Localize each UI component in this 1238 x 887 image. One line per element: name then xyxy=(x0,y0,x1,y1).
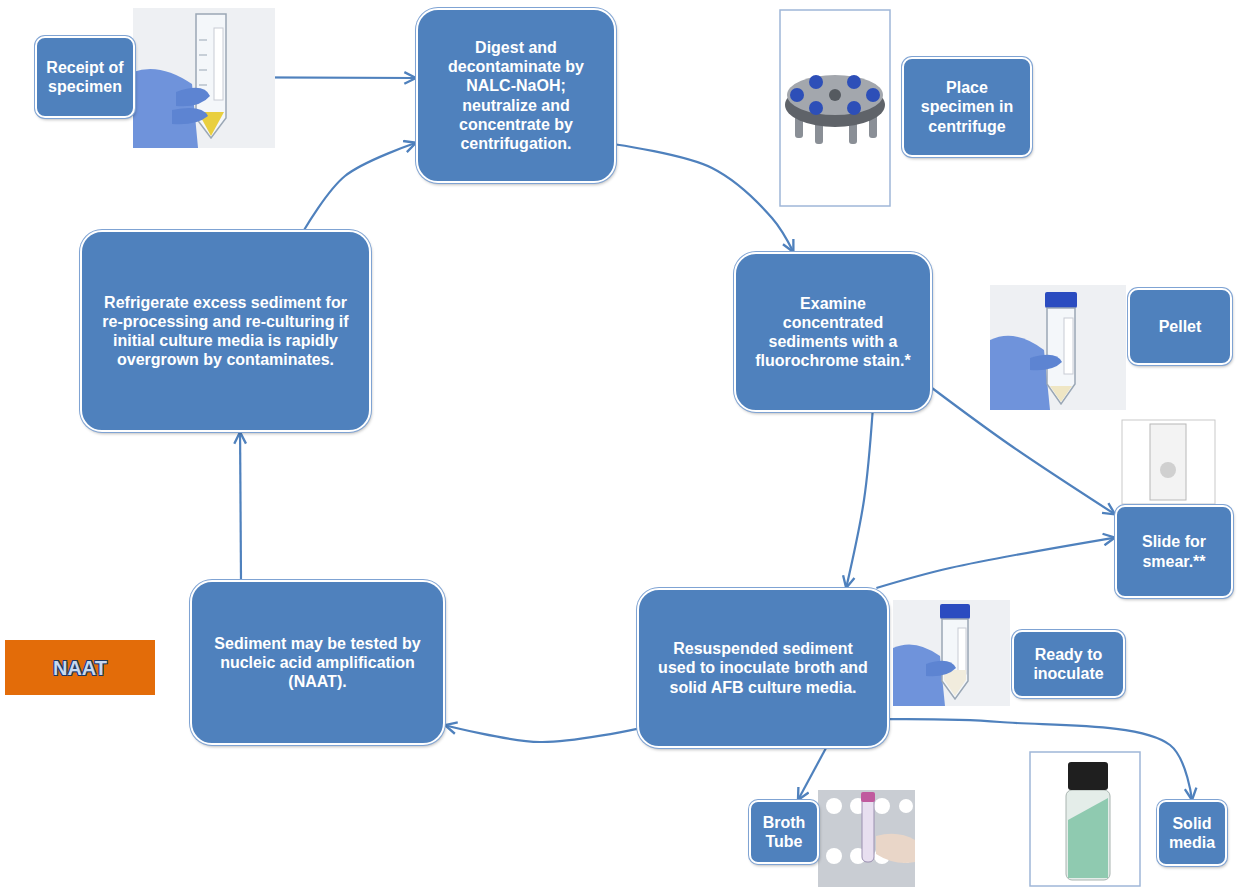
broth-tube-photo xyxy=(874,798,890,814)
broth-tube-photo xyxy=(818,790,915,887)
specimen-photo xyxy=(199,40,207,85)
pellet-photo xyxy=(1045,292,1077,308)
specimen-photo xyxy=(133,8,275,148)
pellet-photo xyxy=(990,285,1126,410)
flow-arrow xyxy=(876,538,1115,588)
broth-tube-photo xyxy=(899,799,913,813)
inoculum-photo xyxy=(942,619,968,699)
centrifuge-picture xyxy=(790,88,804,102)
picture-label: Broth Tube xyxy=(749,800,819,864)
centrifuge-picture xyxy=(809,75,823,89)
picture-label: Slide for smear.** xyxy=(1115,505,1233,598)
picture-label: Pellet xyxy=(1128,288,1232,365)
box-text: Ready to inoculate xyxy=(1022,645,1115,683)
broth-tube-photo xyxy=(826,798,842,814)
pellet-photo xyxy=(1030,355,1062,371)
box-text: Solid media xyxy=(1163,814,1221,852)
tag-box: NAAT xyxy=(5,640,155,695)
pellet-photo xyxy=(990,336,1050,410)
specimen-photo xyxy=(214,28,223,100)
slide-picture xyxy=(1160,462,1176,478)
box-text: Resuspended sediment used to inoculate b… xyxy=(653,639,873,697)
box-text: Place specimen in centrifuge xyxy=(912,78,1022,136)
solid-media-picture xyxy=(1068,762,1108,790)
broth-tube-photo xyxy=(861,792,875,802)
process-box: Digest and decontaminate by NALC-NaOH; n… xyxy=(416,8,616,183)
picture-label: Solid media xyxy=(1157,800,1227,866)
inoculum-photo xyxy=(958,628,966,674)
broth-tube-photo xyxy=(862,796,874,862)
flow-arrow xyxy=(616,145,793,253)
centrifuge-picture xyxy=(787,75,883,115)
pellet-photo xyxy=(1064,318,1073,374)
step-label: Receipt of specimen xyxy=(35,36,135,118)
process-box: Refrigerate excess sediment for re-proce… xyxy=(80,230,371,432)
process-box: Sediment may be tested by nucleic acid a… xyxy=(190,580,445,745)
picture-label: Place specimen in centrifuge xyxy=(902,57,1032,157)
solid-media-picture xyxy=(1030,752,1140,886)
slide-picture xyxy=(1122,420,1215,504)
process-box: Resuspended sediment used to inoculate b… xyxy=(637,588,889,748)
centrifuge-picture xyxy=(829,89,841,101)
solid-media-picture xyxy=(1030,752,1140,886)
specimen-photo xyxy=(133,8,275,148)
inoculum-photo xyxy=(940,604,970,619)
box-text: Broth Tube xyxy=(755,813,813,851)
pellet-photo xyxy=(990,285,1126,410)
centrifuge-picture xyxy=(847,75,861,89)
flow-arrow xyxy=(445,725,637,742)
box-text: Pellet xyxy=(1159,317,1202,336)
centrifuge-picture xyxy=(866,88,880,102)
broth-tube-photo xyxy=(876,834,915,863)
picture-label: Ready to inoculate xyxy=(1012,630,1125,698)
box-text: Refrigerate excess sediment for re-proce… xyxy=(96,293,355,370)
inoculum-photo xyxy=(944,670,966,696)
flow-arrow xyxy=(239,432,242,580)
flow-arrow xyxy=(846,412,872,588)
slide-picture xyxy=(1150,424,1186,500)
solid-media-picture xyxy=(1066,790,1110,880)
inoculum-photo xyxy=(893,600,1010,706)
pellet-photo xyxy=(1050,386,1072,402)
flow-arrow xyxy=(304,143,416,230)
broth-tube-photo xyxy=(818,790,915,887)
box-text: Examine concentrated sediments with a fl… xyxy=(750,294,916,371)
box-text: NAAT xyxy=(53,656,107,680)
box-text: Slide for smear.** xyxy=(1125,532,1223,570)
centrifuge-picture xyxy=(809,101,823,115)
centrifuge-picture xyxy=(780,10,890,206)
specimen-photo xyxy=(176,88,210,106)
box-text: Digest and decontaminate by NALC-NaOH; n… xyxy=(432,38,600,153)
broth-tube-photo xyxy=(826,848,842,864)
slide-picture xyxy=(1122,420,1215,504)
centrifuge-picture xyxy=(780,10,890,206)
centrifuge-picture xyxy=(847,101,861,115)
inoculum-photo xyxy=(926,661,956,677)
solid-media-picture xyxy=(1068,798,1108,878)
box-text: Receipt of specimen xyxy=(45,58,125,96)
process-box: Examine concentrated sediments with a fl… xyxy=(734,252,932,412)
specimen-photo xyxy=(172,108,208,124)
box-text: Sediment may be tested by nucleic acid a… xyxy=(206,634,429,692)
inoculum-photo xyxy=(893,600,1010,706)
